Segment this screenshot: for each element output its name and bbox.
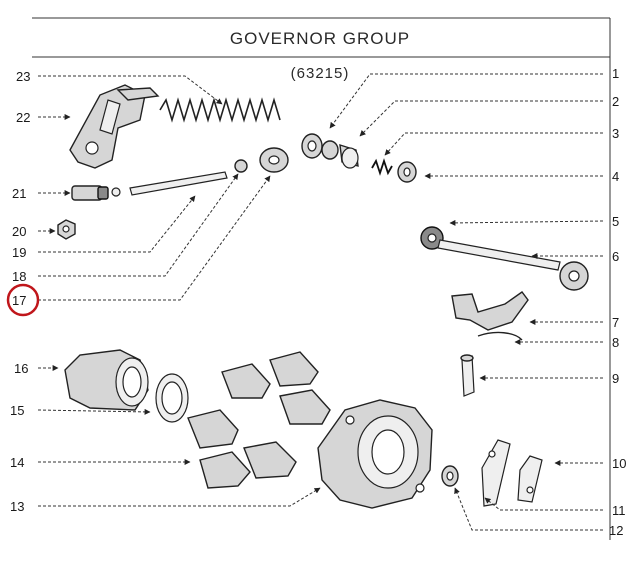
callout-18: 18 xyxy=(12,269,26,284)
governor-spring-part xyxy=(159,97,281,123)
callout-16: 16 xyxy=(14,361,28,376)
callout-15: 15 xyxy=(10,403,24,418)
callout-12: 12 xyxy=(609,523,623,538)
callout-21: 21 xyxy=(12,186,26,201)
nut-part xyxy=(57,219,76,240)
callout-23: 23 xyxy=(16,69,30,84)
callout-3: 3 xyxy=(612,126,619,141)
leader-lines xyxy=(37,18,611,540)
callout-1: 1 xyxy=(612,66,619,81)
callout-19: 19 xyxy=(12,245,26,260)
shaft-part xyxy=(437,239,589,291)
callout-8: 8 xyxy=(612,335,619,350)
housing-cup-part xyxy=(64,349,149,411)
governor-lever-part xyxy=(69,84,160,169)
callout-6: 6 xyxy=(612,249,619,264)
callout-7: 7 xyxy=(612,315,619,330)
rod-part xyxy=(129,159,248,196)
callout-2: 2 xyxy=(612,94,619,109)
washer-part xyxy=(441,465,459,487)
roller-part xyxy=(460,354,475,397)
callout-22: 22 xyxy=(16,110,30,125)
highlight-circle xyxy=(6,283,40,317)
callout-10: 10 xyxy=(612,456,626,471)
small-spring-part xyxy=(371,158,393,176)
lever-part xyxy=(451,291,529,331)
clip-part xyxy=(477,331,523,341)
pin-part xyxy=(71,185,121,201)
callout-20: 20 xyxy=(12,224,26,239)
governor-weight-carrier-part xyxy=(259,147,289,173)
plate-part xyxy=(481,439,543,507)
callout-4: 4 xyxy=(612,169,619,184)
diagram-title: GOVERNOR GROUP xyxy=(230,29,410,48)
callout-17: 17 xyxy=(12,293,26,308)
sleeve-part xyxy=(301,133,359,169)
gasket-part xyxy=(155,373,189,423)
callout-14: 14 xyxy=(10,455,24,470)
governor-housing-part xyxy=(317,399,433,509)
part-number: (63215) xyxy=(291,65,350,82)
callout-13: 13 xyxy=(10,499,24,514)
weights-part xyxy=(187,351,331,489)
callout-9: 9 xyxy=(612,371,619,386)
gear-part xyxy=(420,226,444,250)
cap-part xyxy=(397,161,417,183)
callout-11: 11 xyxy=(612,503,626,518)
callout-5: 5 xyxy=(612,214,619,229)
